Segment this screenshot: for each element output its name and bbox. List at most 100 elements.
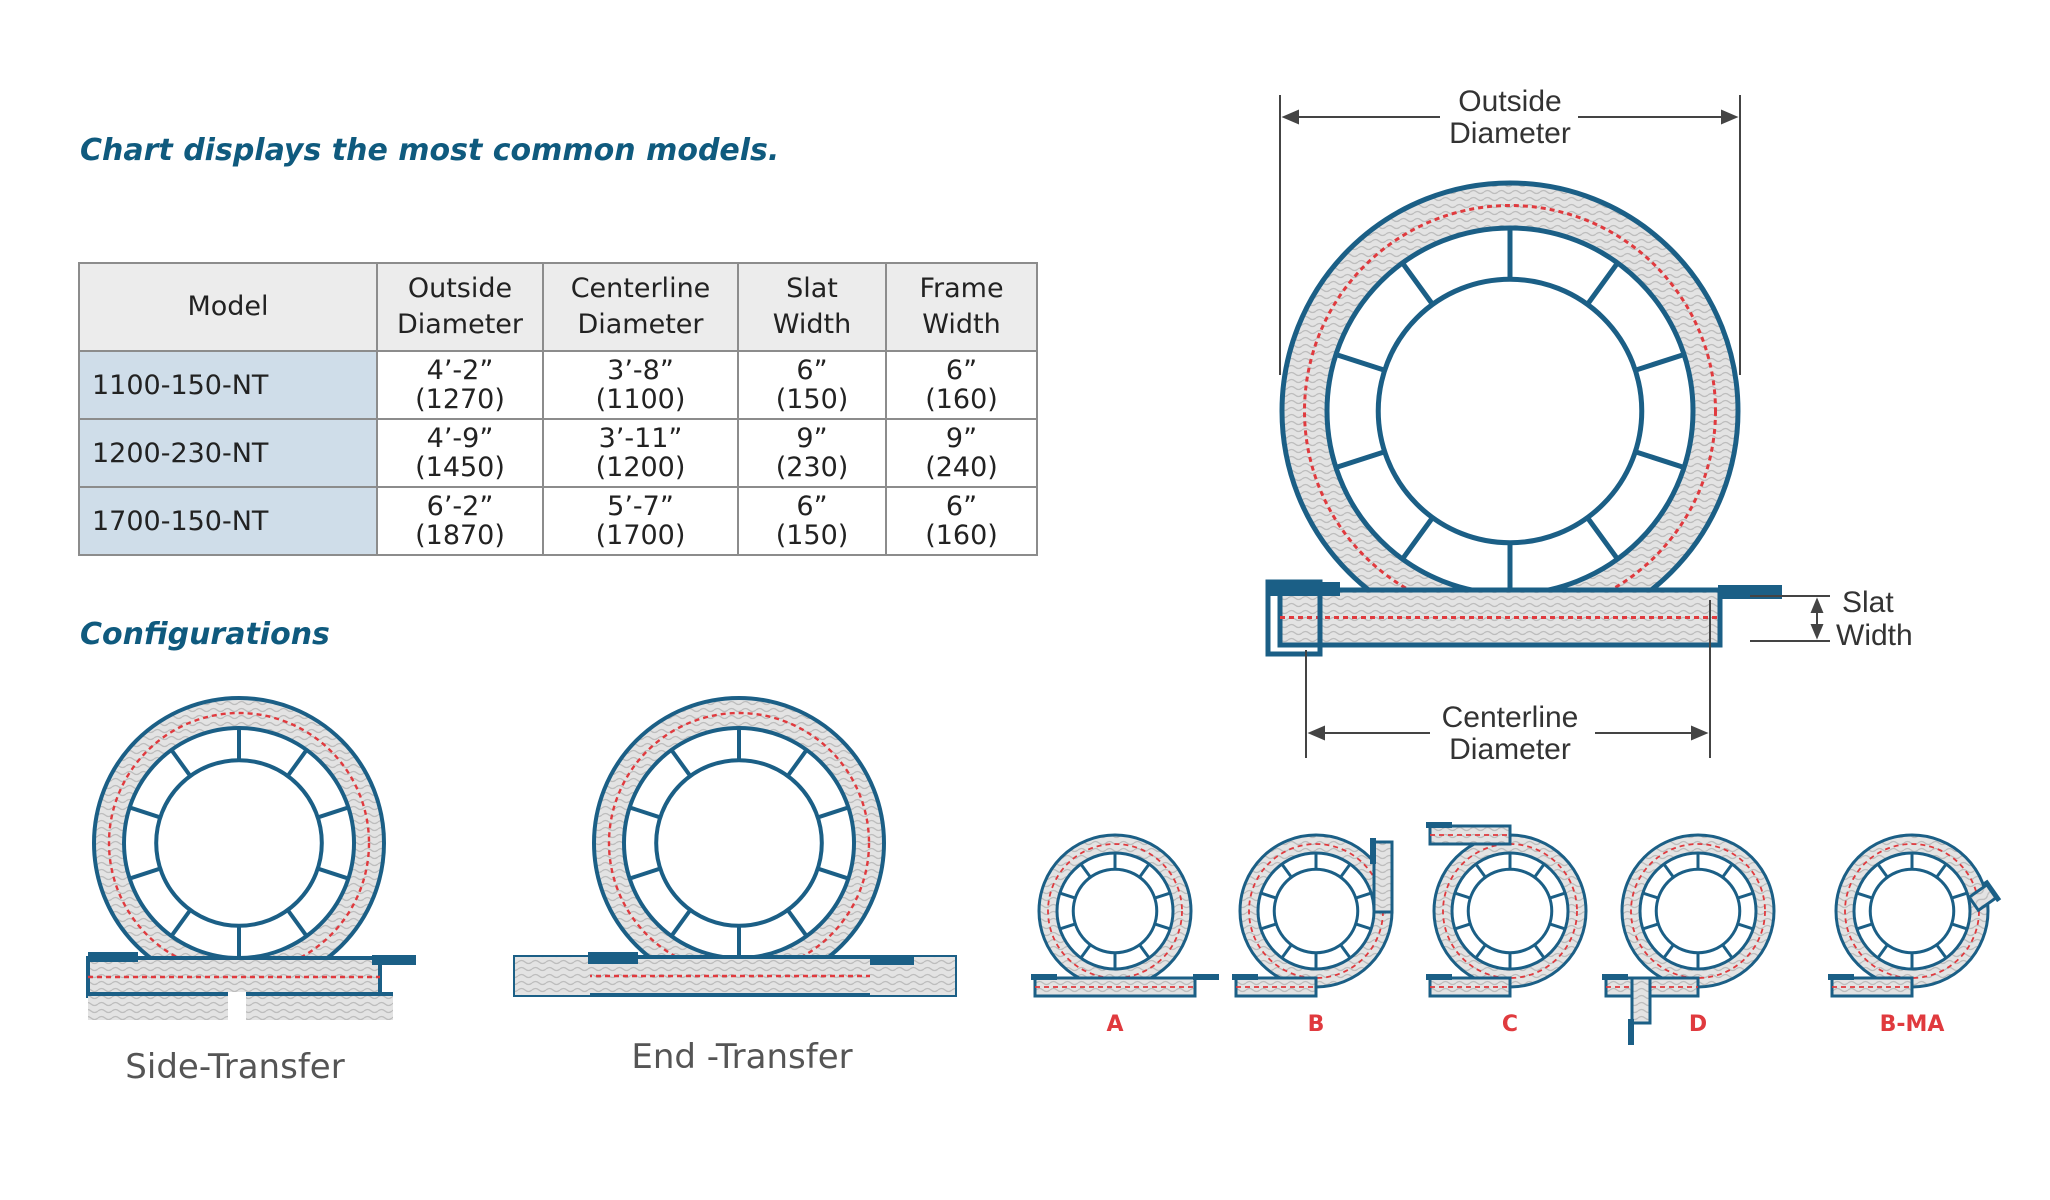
- frame-spoke: [1079, 943, 1092, 959]
- frame-spoke: [1154, 922, 1171, 931]
- end-cap: [870, 955, 914, 965]
- center-hub: [1654, 867, 1742, 955]
- end-cap: [1426, 974, 1452, 980]
- frame-spoke: [1737, 891, 1754, 900]
- end-cap: [88, 952, 138, 962]
- center-hub: [154, 758, 324, 928]
- frame-spoke: [1138, 943, 1151, 959]
- end-cap: [372, 955, 416, 965]
- frame-width-cell: 6”(160): [885, 350, 1038, 420]
- frame-spoke: [1474, 943, 1487, 959]
- centerline-diameter-cell: 3’-8”(1100): [542, 350, 739, 420]
- frame-spoke: [1280, 943, 1293, 959]
- frame-spoke: [1856, 922, 1873, 931]
- outside-diameter-label: Outside: [1458, 85, 1561, 118]
- frame-spoke: [1533, 863, 1546, 879]
- end-cap: [1031, 974, 1057, 980]
- frame-spoke: [1585, 261, 1620, 306]
- frame-width-cell: 9”(240): [885, 418, 1038, 488]
- end-cap: [1193, 974, 1219, 980]
- frame-spoke: [1642, 922, 1659, 931]
- intro-heading: Chart displays the most common models.: [80, 133, 780, 168]
- frame-spoke: [1876, 943, 1889, 959]
- frame-spoke: [286, 748, 309, 778]
- frame-spoke: [1721, 863, 1734, 879]
- outside-diameter-cell: 4’-9”(1450): [376, 418, 544, 488]
- frame-spoke: [786, 908, 809, 938]
- frame-spoke: [1079, 863, 1092, 879]
- slat-width-label: Width: [1836, 619, 1913, 652]
- frame-spoke: [1634, 449, 1685, 470]
- model-cell: 1100-150-NT: [78, 350, 378, 420]
- frame-spoke: [1335, 352, 1386, 373]
- transfer-gap: [228, 992, 246, 1022]
- frame-spoke: [1454, 922, 1471, 931]
- frame-spoke: [169, 908, 192, 938]
- slat-width-cell: 9”(230): [737, 418, 887, 488]
- frame-spoke: [1260, 922, 1277, 931]
- frame-spoke: [1634, 352, 1685, 373]
- infeed-section: [515, 957, 590, 995]
- frame-spoke: [1474, 863, 1487, 879]
- centerline-diameter-cell: 5’-7”(1700): [542, 486, 739, 556]
- frame-spoke: [286, 908, 309, 938]
- frame-spoke: [669, 748, 692, 778]
- header-model: Model: [78, 262, 378, 352]
- frame-spoke: [1642, 891, 1659, 900]
- frame-spoke: [1400, 516, 1435, 561]
- slat-width-cell: 6”(150): [737, 350, 887, 420]
- frame-spoke: [1876, 863, 1889, 879]
- frame-spoke: [1951, 922, 1968, 931]
- center-hub: [1466, 867, 1554, 955]
- slat-width-dimension: [1750, 595, 1830, 642]
- center-hub: [1868, 867, 1956, 955]
- frame-spoke: [1339, 863, 1352, 879]
- configurations-heading: Configurations: [80, 617, 330, 652]
- frame-spoke: [1355, 891, 1372, 900]
- end-cap: [1628, 1019, 1634, 1045]
- main-conveyor-diagram: Outside Diameter Centerline Diameter Sla…: [1265, 85, 1913, 766]
- configuration-variants: A B C D B-MA: [1031, 822, 2002, 1045]
- frame-width-cell: 6”(160): [885, 486, 1038, 556]
- table-row: 1700-150-NT 6’-2”(1870) 5’-7”(1700) 6”(1…: [78, 486, 1038, 556]
- frame-spoke: [1935, 943, 1948, 959]
- frame-spoke: [1059, 922, 1076, 931]
- center-hub: [1272, 867, 1360, 955]
- frame-spoke: [786, 748, 809, 778]
- end-cap: [1370, 838, 1376, 864]
- frame-spoke: [1549, 922, 1566, 931]
- frame-spoke: [817, 866, 849, 881]
- frame-spoke: [1454, 891, 1471, 900]
- frame-spoke: [129, 866, 161, 881]
- side-transfer-label: Side-Transfer: [125, 1047, 344, 1087]
- frame-spoke: [169, 748, 192, 778]
- centerline-path: [1303, 204, 1717, 618]
- centerline-path: [1630, 843, 1766, 979]
- frame-spoke: [1280, 863, 1293, 879]
- frame-spoke: [629, 805, 661, 820]
- frame-spoke: [1400, 261, 1435, 306]
- frame-spoke: [1662, 863, 1675, 879]
- model-cell: 1700-150-NT: [78, 486, 378, 556]
- center-hub: [1071, 867, 1159, 955]
- end-cap: [1232, 974, 1258, 980]
- frame-spoke: [1260, 891, 1277, 900]
- center-hub: [654, 758, 824, 928]
- frame-spoke: [1335, 449, 1386, 470]
- straight-section: [1372, 840, 1394, 914]
- outside-diameter-cell: 4’-2”(1270): [376, 350, 544, 420]
- centerline-diameter-label: Diameter: [1449, 733, 1571, 766]
- variant-label-b-ma: B-MA: [1880, 1012, 1945, 1037]
- end-cap: [1828, 974, 1854, 980]
- frame-spoke: [1951, 891, 1968, 900]
- centerline-diameter-label: Centerline: [1442, 701, 1579, 734]
- end-cap: [1602, 974, 1628, 980]
- frame-spoke: [669, 908, 692, 938]
- variant-label-c: C: [1502, 1012, 1518, 1037]
- centerline-path: [1047, 843, 1183, 979]
